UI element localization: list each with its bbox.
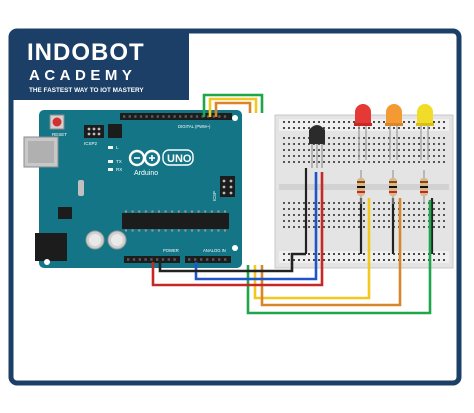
resistor-band: [389, 186, 397, 188]
led-dome: [386, 104, 402, 125]
icsp-label: ICSP: [212, 191, 217, 201]
usb-port-inner: [28, 141, 54, 163]
icsp2-pin: [97, 132, 101, 136]
uno-badge: [162, 149, 194, 166]
resistor-band: [420, 181, 428, 183]
icsp-header: [220, 176, 235, 197]
brand-header: INDOBOT ACADEMY THE FASTEST WAY TO IOT M…: [11, 31, 189, 100]
icsp2-pin: [92, 132, 96, 136]
resistor-band: [420, 191, 428, 193]
brand-tagline: THE FASTEST WAY TO IOT MASTERY: [29, 87, 144, 94]
icsp2-pin: [97, 127, 101, 131]
usb-chip: [108, 124, 122, 138]
sensor-top: [309, 125, 325, 130]
brand-subtitle: ACADEMY: [29, 67, 136, 84]
analog-header: [185, 256, 231, 263]
reset-label: RESET: [52, 132, 67, 137]
resistor-band: [357, 186, 365, 188]
icsp-pin: [222, 185, 226, 189]
led-orange: [385, 104, 403, 160]
icsp2-label: ICSP2: [84, 141, 98, 146]
resistor-band: [357, 181, 365, 183]
wire-black: [158, 252, 306, 273]
brand-background: [11, 31, 189, 100]
icsp-pin: [229, 191, 233, 195]
icsp2-body: [84, 125, 104, 138]
led-rim: [416, 123, 434, 126]
resistor-band: [357, 191, 365, 193]
mount-hole: [232, 115, 238, 121]
digital-header: [120, 113, 232, 120]
model-label: UNO: [167, 153, 192, 165]
icsp2-header: [84, 125, 104, 138]
tx-label: TX: [116, 159, 122, 164]
power-label: POWER: [163, 248, 179, 253]
wire-red: [151, 172, 324, 287]
capacitor-right-top: [111, 234, 123, 246]
icsp-pin: [222, 179, 226, 183]
resistor-band: [389, 181, 397, 183]
mount-hole: [44, 259, 50, 265]
led-dome: [417, 104, 433, 125]
rx-label: RX: [116, 167, 122, 172]
resistor-band: [420, 186, 428, 188]
wire-yellow-bottom: [253, 198, 371, 300]
digital-header-body: [120, 113, 232, 120]
resistor: [420, 170, 428, 204]
icsp-pin: [229, 185, 233, 189]
rx-led: [108, 168, 113, 171]
icsp2-pin: [87, 132, 91, 136]
wire-green-bottom: [246, 200, 432, 315]
resistor-band: [389, 191, 397, 193]
resistor: [389, 170, 397, 204]
sensor-body: [309, 130, 325, 144]
l-label: L: [116, 145, 119, 150]
icsp-pin: [222, 191, 226, 195]
temperature-sensor: [309, 125, 325, 168]
wires: [151, 93, 432, 315]
board-pcb: [39, 110, 242, 268]
digital-label: DIGITAL (PWM~): [178, 124, 211, 129]
tx-led: [108, 160, 113, 163]
wire-green: [202, 93, 264, 117]
brand-label: Arduino: [134, 170, 158, 177]
power-jack: [35, 233, 67, 261]
wire-orange: [214, 101, 252, 117]
icsp2-pin: [92, 127, 96, 131]
mount-hole: [232, 245, 238, 251]
arduino-uno-board: RESET ICSP2 TX RX L UNO Ard: [23, 110, 242, 268]
wire-yellow: [208, 97, 258, 117]
capacitor-left-top: [89, 234, 101, 246]
logo-ring-right: [143, 149, 161, 167]
arduino-logo-icon: [128, 149, 161, 167]
icsp2-pin: [87, 127, 91, 131]
led-rim: [385, 123, 403, 126]
led-red: [354, 104, 372, 160]
brand-name: INDOBOT: [27, 39, 145, 66]
analog-label: ANALOG IN: [203, 248, 226, 253]
reset-button-cap: [52, 117, 62, 127]
atmega-chip: [122, 213, 229, 229]
icsp-body: [220, 176, 235, 197]
led-dome: [355, 104, 371, 125]
led-yellow: [416, 104, 434, 160]
resistor: [357, 170, 365, 204]
l-led: [108, 146, 113, 149]
power-header: [124, 256, 180, 263]
crystal: [78, 180, 84, 196]
regulator: [58, 207, 72, 219]
icsp-pin: [229, 179, 233, 183]
led-rim: [354, 123, 372, 126]
